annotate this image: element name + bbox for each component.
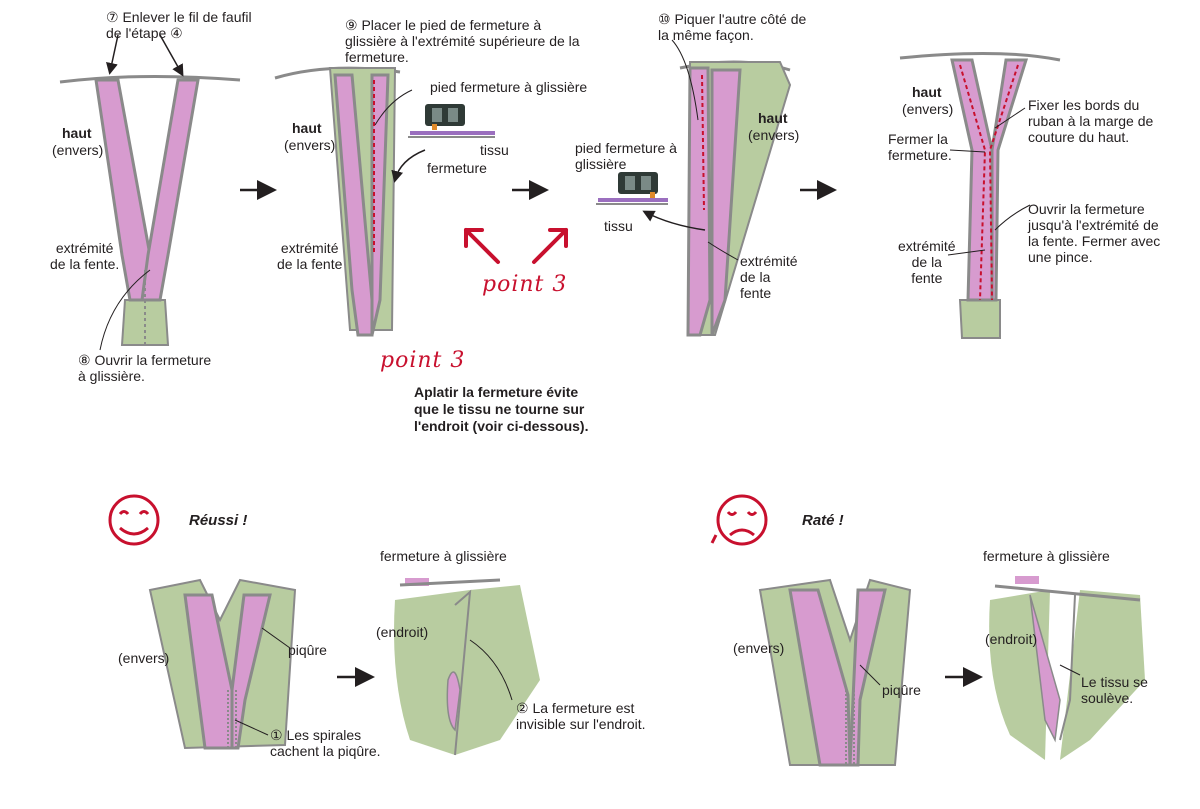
souleve-label: Le tissu se soulève. bbox=[1081, 674, 1148, 706]
envers-label: (envers) bbox=[284, 137, 336, 153]
success-title: Réussi ! bbox=[189, 512, 248, 529]
tissu-label: tissu bbox=[480, 142, 509, 158]
smiley-happy-icon bbox=[108, 494, 160, 546]
step9-label: ⑨ Placer le pied de fermeture à glissièr… bbox=[345, 17, 580, 65]
fermeture-label: fermeture bbox=[427, 160, 487, 176]
tissu-label: tissu bbox=[604, 218, 633, 234]
success-envers-figure bbox=[148, 578, 297, 750]
envers-label: (envers) bbox=[118, 650, 170, 666]
fixer-label: Fixer les bords du ruban à la marge de c… bbox=[1028, 97, 1154, 145]
point3-note: Aplatir la fermeture évite que le tissu … bbox=[414, 384, 589, 434]
success-endroit-figure bbox=[394, 578, 540, 756]
zipper-figure-step-10 bbox=[596, 39, 792, 337]
point3-handwritten: point 3 bbox=[482, 272, 568, 297]
envers-label: (envers) bbox=[748, 127, 800, 143]
pied-label: pied fermeture à glissière bbox=[575, 140, 677, 172]
fermeture-label: fermeture à glissière bbox=[983, 548, 1110, 564]
fermer-label: Fermer la fermeture. bbox=[888, 131, 952, 163]
smiley-sad-icon bbox=[710, 494, 768, 546]
zipper-figure-step-9 bbox=[274, 66, 495, 337]
step10-label: ⑩ Piquer l'autre côté de la même façon. bbox=[658, 11, 807, 43]
extremite-label: extrémité de la fente. bbox=[50, 240, 120, 272]
haut-label: haut bbox=[912, 84, 942, 100]
pied-label: pied fermeture à glissière bbox=[430, 79, 588, 95]
point3-handwritten: point 3 bbox=[380, 348, 466, 373]
fail-envers-figure bbox=[758, 578, 912, 767]
spirales-label: ① Les spirales cachent la piqûre. bbox=[270, 727, 381, 759]
invisible-label: ② La fermeture est invisible sur l'endro… bbox=[516, 700, 646, 732]
zipper-figure-step-7-8 bbox=[59, 34, 241, 351]
point-arrows bbox=[464, 228, 568, 264]
fermeture-label: fermeture à glissière bbox=[380, 548, 507, 564]
envers-label: (envers) bbox=[902, 101, 954, 117]
fail-title: Raté ! bbox=[802, 512, 844, 529]
extremite-label: extrémité de la fente bbox=[898, 238, 956, 286]
zipper-figure-final bbox=[899, 51, 1061, 339]
endroit-label: (endroit) bbox=[985, 631, 1038, 647]
endroit-label: (endroit) bbox=[376, 624, 429, 640]
step7-label: ⑦ Enlever le fil de faufil de l'étape ④ bbox=[106, 9, 252, 41]
haut-label: haut bbox=[292, 120, 322, 136]
envers-label: (envers) bbox=[733, 640, 785, 656]
haut-label: haut bbox=[758, 110, 788, 126]
extremite-label: extrémité de la fente bbox=[277, 240, 343, 272]
envers-label: (envers) bbox=[52, 142, 104, 158]
ouvrir-label: Ouvrir la fermeture jusqu'à l'extrémité … bbox=[1028, 201, 1161, 265]
extremite-label: extrémité de la fente bbox=[740, 253, 798, 301]
piqure-label: piqûre bbox=[288, 642, 327, 658]
piqure-label: piqûre bbox=[882, 682, 921, 698]
fail-endroit-figure bbox=[989, 576, 1145, 760]
haut-label: haut bbox=[62, 125, 92, 141]
step8-label: ⑧ Ouvrir la fermeture à glissière. bbox=[78, 352, 212, 384]
